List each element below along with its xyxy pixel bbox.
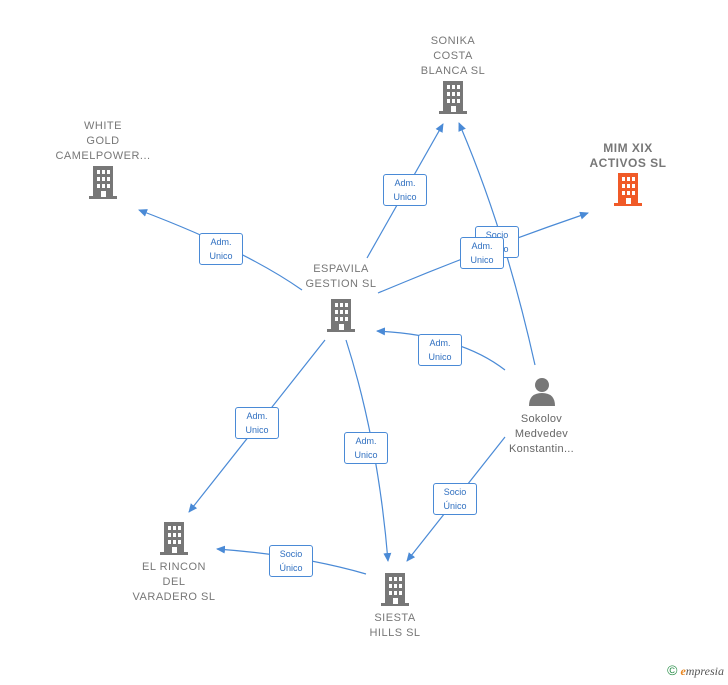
node-white-gold[interactable]: WHITE GOLD CAMELPOWER... bbox=[48, 119, 158, 200]
node-sokolov[interactable]: Sokolov Medvedev Konstantin... bbox=[494, 376, 589, 457]
brand-logo: empresia bbox=[680, 664, 724, 678]
building-icon bbox=[89, 166, 117, 199]
node-espavila[interactable]: ESPAVILA GESTION SL bbox=[291, 262, 391, 333]
copyright-symbol: © bbox=[667, 662, 678, 678]
node-label: MIM XIX ACTIVOS SL bbox=[589, 141, 667, 170]
edge-label-espavila-whitegold: Adm. Unico bbox=[199, 233, 243, 265]
node-label: ESPAVILA GESTION SL bbox=[305, 263, 377, 290]
node-label: WHITE GOLD CAMELPOWER... bbox=[55, 120, 151, 162]
node-mim-xix[interactable]: MIM XIX ACTIVOS SL bbox=[578, 141, 678, 207]
edge-label-espavila-elrincon: Adm. Unico bbox=[235, 407, 279, 439]
edge-label-espavila-sonika: Adm. Unico bbox=[383, 174, 427, 206]
building-icon bbox=[160, 522, 188, 555]
node-label: EL RINCON DEL VARADERO SL bbox=[132, 561, 216, 603]
building-icon bbox=[381, 573, 409, 606]
edge-label-espavila-mim: Adm. Unico bbox=[460, 237, 504, 269]
node-label: Sokolov Medvedev Konstantin... bbox=[508, 413, 575, 455]
edge-label-sokolov-espavila: Adm. Unico bbox=[418, 334, 462, 366]
footer-brand[interactable]: ©empresia bbox=[667, 662, 724, 679]
node-sonika[interactable]: SONIKA COSTA BLANCA SL bbox=[408, 34, 498, 115]
building-icon bbox=[327, 299, 355, 332]
person-icon bbox=[528, 378, 555, 406]
building-icon bbox=[439, 81, 467, 114]
node-el-rincon[interactable]: EL RINCON DEL VARADERO SL bbox=[124, 520, 224, 605]
node-label: SONIKA COSTA BLANCA SL bbox=[420, 35, 486, 77]
building-icon bbox=[614, 173, 642, 206]
node-siesta[interactable]: SIESTA HILLS SL bbox=[345, 571, 445, 641]
edge-label-sokolov-siesta: Socio Único bbox=[433, 483, 477, 515]
node-label: SIESTA HILLS SL bbox=[369, 612, 421, 639]
edge-label-siesta-elrincon: Socio Único bbox=[269, 545, 313, 577]
edge-label-espavila-siesta: Adm. Unico bbox=[344, 432, 388, 464]
